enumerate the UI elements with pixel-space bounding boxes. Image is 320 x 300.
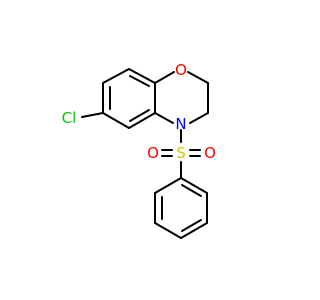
bond-o-c <box>187 71 209 84</box>
bond <box>102 68 130 84</box>
atom-nitrogen: N <box>175 115 186 133</box>
atom-chlorine: Cl <box>62 109 77 127</box>
sulfonyl-double-bonds <box>161 149 201 157</box>
bond <box>102 112 130 129</box>
bond <box>180 222 208 239</box>
bond-n-c <box>154 112 174 124</box>
double-bond-inner <box>129 75 150 87</box>
atom-sulfur: S <box>176 144 186 162</box>
phenyl-ring <box>154 177 208 239</box>
bond-c-o <box>154 71 175 84</box>
oxazine-ring <box>154 71 209 124</box>
bond-c-cl <box>81 112 104 118</box>
bond <box>154 177 182 194</box>
structure-canvas: O N Cl S O O <box>62 61 216 239</box>
double-bond-inner <box>181 219 202 232</box>
bond <box>128 68 156 84</box>
molecule-diagram: O N Cl S O O <box>61 61 216 239</box>
benzo-ring <box>102 68 156 129</box>
bond-c-n <box>189 112 209 124</box>
atom-oxygen-ring: O <box>175 61 187 79</box>
atom-oxygen-sulfonyl-left: O <box>147 144 159 162</box>
bond <box>128 112 156 129</box>
double-bond-inner <box>129 109 150 122</box>
bond <box>154 222 182 239</box>
atom-oxygen-sulfonyl-right: O <box>204 144 216 162</box>
double-bond-inner <box>181 184 202 197</box>
bond <box>180 177 208 194</box>
